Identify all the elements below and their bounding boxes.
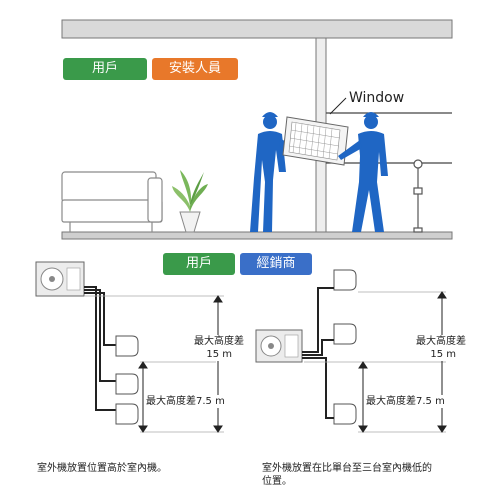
right-7-5m-dimension-arrow [358,361,368,433]
badge-user-bottom: 用戶 [163,253,235,275]
left-outdoor-unit-icon [35,261,85,297]
right-max-height-label-line2: 15 m [404,348,456,361]
right-max-height-label-line1: 最大高度差 [404,335,466,348]
right-outdoor-unit-icon [255,329,303,363]
outdoor-unit-carried-icon [282,116,349,166]
right-indoor-unit-top-icon [333,269,357,291]
right-refrigerant-pipes [302,287,334,419]
sofa-icon [61,171,163,232]
left-max-height-label-line1: 最大高度差 [180,335,244,348]
window-label: Window [349,90,404,106]
left-7-5m-dimension-arrow [138,361,148,433]
plant-icon [172,170,208,233]
right-caption-line2: 位置。 [262,476,292,487]
left-indoor-unit-mid-icon [115,373,139,395]
railing-post-icon [413,159,423,233]
installer-worker-right-icon [338,112,388,232]
left-refrigerant-pipes [84,286,116,411]
right-caption-line1: 室外機放置在比單台至三台室內機低的 [262,463,432,474]
left-15m-dimension-arrow [213,295,223,433]
ceiling-beam [61,19,453,39]
left-caption: 室外機放置位置高於室內機。 [37,463,167,474]
left-max-height-diff-label: 最大高度差7.5 m [146,395,242,408]
floor-slab [61,231,453,240]
right-indoor-unit-mid-icon [333,323,357,345]
badge-installer: 安裝人員 [152,58,238,80]
window-callout-line [329,97,347,115]
left-indoor-unit-bottom-icon [115,403,139,425]
badge-user-top: 用戶 [63,58,147,80]
right-max-height-diff-label: 最大高度差7.5 m [366,395,462,408]
left-max-height-label-line2: 15 m [180,348,232,361]
left-indoor-unit-top-icon [115,335,139,357]
badge-dealer: 經銷商 [240,253,312,275]
right-indoor-unit-bottom-icon [333,403,357,425]
